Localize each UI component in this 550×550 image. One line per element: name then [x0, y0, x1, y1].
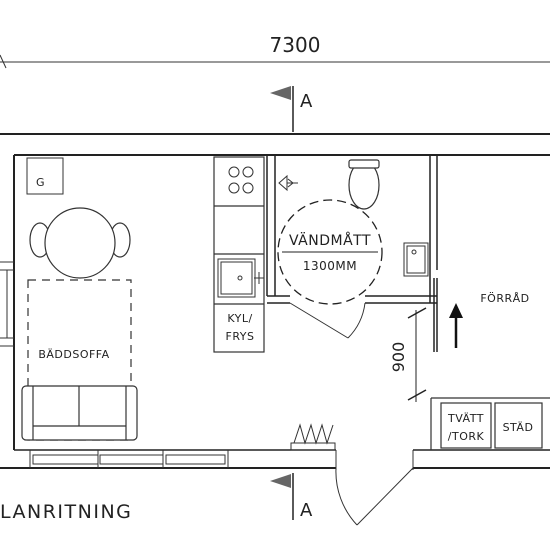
overall-dimension [0, 54, 550, 69]
outer-walls [0, 133, 550, 469]
kitchen-counter [213, 156, 265, 353]
door-dimension-label: 900 [389, 342, 408, 373]
storage-wall [433, 278, 438, 352]
storage-label: FÖRRÅD [480, 292, 529, 305]
shoe-rack [290, 423, 336, 451]
fridge-label-line1: KYL/ [227, 312, 252, 325]
section-label-top: A [300, 91, 313, 112]
sofa [21, 385, 138, 441]
left-window [0, 261, 14, 347]
bathroom-walls [266, 155, 438, 304]
toilet [348, 159, 380, 210]
section-marker-top: A [270, 86, 313, 132]
door-dimension [407, 307, 427, 402]
laundry-label-line2: /TORK [448, 430, 485, 443]
bed-sofa-label: BÄDDSOFFA [38, 348, 109, 361]
entrance-door [335, 450, 414, 526]
fridge-label-line2: FRYS [226, 330, 255, 343]
section-label-bottom: A [300, 500, 313, 521]
cabinet-g-label: G [36, 176, 45, 189]
overall-width-label: 7300 [270, 33, 321, 57]
bathroom-door [289, 302, 366, 339]
dining-table [29, 207, 131, 279]
turning-circle: VÄNDMÅTT 1300MM [277, 199, 383, 305]
cabinet-g [26, 157, 64, 195]
utility-cabinets [430, 397, 550, 450]
turning-circle-label-line2: 1300MM [303, 259, 357, 273]
kitchen-sink [217, 258, 264, 298]
drawing-title: LANRITNING [0, 501, 132, 523]
entry-arrow [449, 303, 463, 348]
bathroom-sink [403, 242, 429, 277]
drain-symbol [278, 174, 298, 192]
laundry-label-line1: TVÄTT [447, 412, 484, 425]
bottom-windows [29, 450, 229, 468]
section-marker-bottom: A [270, 473, 313, 521]
turning-circle-label-line1: VÄNDMÅTT [289, 231, 371, 249]
cleaning-label: STÄD [503, 421, 534, 434]
stove [228, 166, 254, 194]
